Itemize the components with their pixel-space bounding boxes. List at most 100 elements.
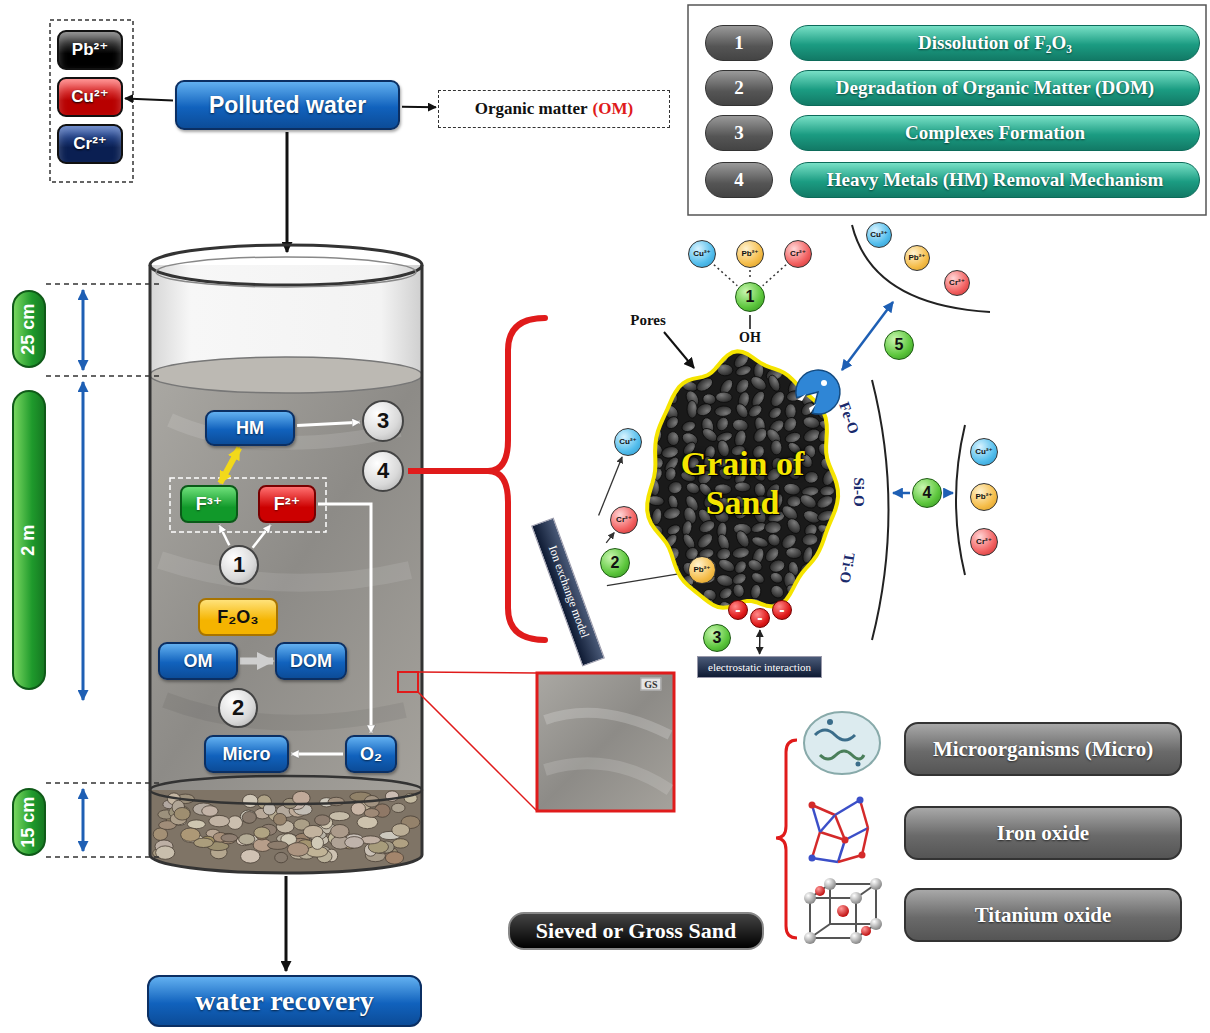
grain-blob-g-ellipse xyxy=(647,576,663,588)
text-group: Pb²⁺ xyxy=(72,40,108,60)
grain-blob-g-ellipse xyxy=(787,495,802,507)
iron-oxide-icon-line xyxy=(838,855,862,862)
text-group: Sieved or Gross Sand xyxy=(536,918,736,943)
node-text: Cr²⁺ xyxy=(949,278,965,287)
node-text: - xyxy=(779,601,784,619)
grain-blob-g-ellipse xyxy=(628,611,647,627)
grain-blob-g-ellipse xyxy=(732,583,746,599)
grain-blob-g-ellipse xyxy=(801,533,818,547)
zoom-callout-line xyxy=(418,672,537,673)
iron-oxide-icon-circle xyxy=(842,837,849,844)
ion-badge: Cu²⁺ xyxy=(57,77,123,117)
text-group: Pb²⁺ xyxy=(693,565,710,574)
ion-circle: Cr²⁺ xyxy=(944,270,970,296)
node-text: 3 xyxy=(734,122,744,144)
titanium-oxide-icon-g xyxy=(810,884,876,938)
node-text: Grain of Sand xyxy=(658,444,828,522)
gravel-ellipse xyxy=(351,802,365,815)
node-text: 4 xyxy=(923,484,932,502)
node-text: Cu²⁺ xyxy=(693,249,711,258)
ion-circle: Pb²⁺ xyxy=(736,240,764,268)
grain-blob-g-ellipse xyxy=(764,521,781,534)
grain-blob-g-ellipse xyxy=(717,586,734,602)
text-group: DOM xyxy=(290,651,332,672)
titanium-oxide-icon-circle xyxy=(837,905,849,917)
ion-circle: Cr²⁺ xyxy=(610,506,638,534)
zoom-leaders-path xyxy=(852,225,990,312)
zoom-callout-line xyxy=(408,468,488,474)
zoom-leaders-path xyxy=(956,425,965,575)
grain-blob-g-ellipse xyxy=(627,585,646,600)
grain-blob-g-ellipse xyxy=(770,335,784,352)
grain-blob-g-ellipse xyxy=(838,522,853,538)
grain-blob-g-ellipse xyxy=(650,335,666,353)
grain-blob-g-ellipse xyxy=(785,547,802,559)
grain-blob-g-ellipse xyxy=(768,570,784,585)
titanium-oxide-icon-circle xyxy=(850,892,862,904)
gravel-ellipse xyxy=(385,852,403,864)
grain-blob-g-ellipse xyxy=(802,351,822,371)
iron-oxide-icon-line xyxy=(812,832,820,858)
callout-number: 2 xyxy=(600,548,630,578)
process-box: HM xyxy=(205,410,295,446)
grain-blob-g-ellipse xyxy=(700,426,720,444)
grain-blob-g-ellipse xyxy=(648,378,668,394)
grain-blob-g-ellipse xyxy=(819,337,838,357)
grain-blob-g-ellipse xyxy=(786,350,801,366)
node-text: (OM) xyxy=(593,99,634,119)
bond-label: Fe-O xyxy=(836,400,863,436)
node-text: electrostatic interaction xyxy=(708,661,811,674)
text-group: F²⁺ xyxy=(274,494,301,515)
iron-oxide-icon-line xyxy=(820,832,845,840)
text-group: - xyxy=(757,609,762,627)
model-box: electrostatic interaction xyxy=(697,656,822,678)
filter-column-ellipse xyxy=(150,245,422,285)
node-text: Cr²⁺ xyxy=(73,134,107,154)
text-group: 15 cm xyxy=(19,796,40,847)
iron-oxide-icon-line xyxy=(862,828,868,855)
grain-blob-g-ellipse xyxy=(678,597,696,618)
ion-box: F³⁺ xyxy=(180,485,238,523)
text-group: F₂O₃ xyxy=(217,607,258,628)
grain-blob-g-ellipse xyxy=(837,612,853,629)
dimension-lines xyxy=(46,284,162,857)
filter-column-rect xyxy=(150,375,422,790)
node-text: 1 xyxy=(233,552,245,577)
ion-box: F²⁺ xyxy=(258,485,316,523)
node-text: Pb²⁺ xyxy=(975,492,992,501)
node-text: 4 xyxy=(377,458,389,483)
grain-blob-g-ellipse xyxy=(681,609,700,626)
node-text: 1 xyxy=(746,288,755,306)
grain-blob-g-ellipse xyxy=(768,558,787,574)
text-group: Ion exchange model xyxy=(545,544,591,640)
zoom-callout-path xyxy=(488,318,545,640)
gravel-ellipse xyxy=(303,825,323,838)
grain-blob-g-ellipse xyxy=(632,379,647,396)
text-group: 2 xyxy=(734,77,744,99)
dimension-lines-line xyxy=(46,375,162,377)
text-group: 1 xyxy=(233,552,245,577)
node-text: Heavy Metals (HM) Removal Mechanism xyxy=(827,169,1164,191)
grain-blob-g-ellipse xyxy=(627,544,645,562)
titanium-oxide-icon-g-rect xyxy=(810,898,856,938)
gravel-ellipse xyxy=(239,834,255,845)
dimension-pill: 15 cm xyxy=(12,788,46,856)
zoom-leaders-line xyxy=(944,492,953,495)
ion-badge: Cr²⁺ xyxy=(57,124,123,164)
node-text: Micro xyxy=(222,744,270,765)
text-group: Titanium oxide xyxy=(975,903,1112,927)
grain-blob-g-ellipse xyxy=(768,583,786,601)
grain-blob-g-ellipse xyxy=(801,582,819,598)
grain-blob-g-ellipse xyxy=(667,480,684,495)
iron-oxide-icon-line xyxy=(812,858,838,862)
grain-blob-g-ellipse xyxy=(766,349,778,364)
node-text: HM xyxy=(236,418,264,439)
grain-blob-g-ellipse xyxy=(664,414,681,431)
node-text: Complexes Formation xyxy=(905,122,1085,144)
gravel-ellipse xyxy=(392,839,408,848)
node-text: Pb²⁺ xyxy=(72,40,108,60)
node-text: Organic matter xyxy=(475,99,588,119)
grain-blob-g-ellipse xyxy=(664,466,678,482)
grain-blob-circle xyxy=(821,380,827,386)
connector xyxy=(240,658,273,665)
